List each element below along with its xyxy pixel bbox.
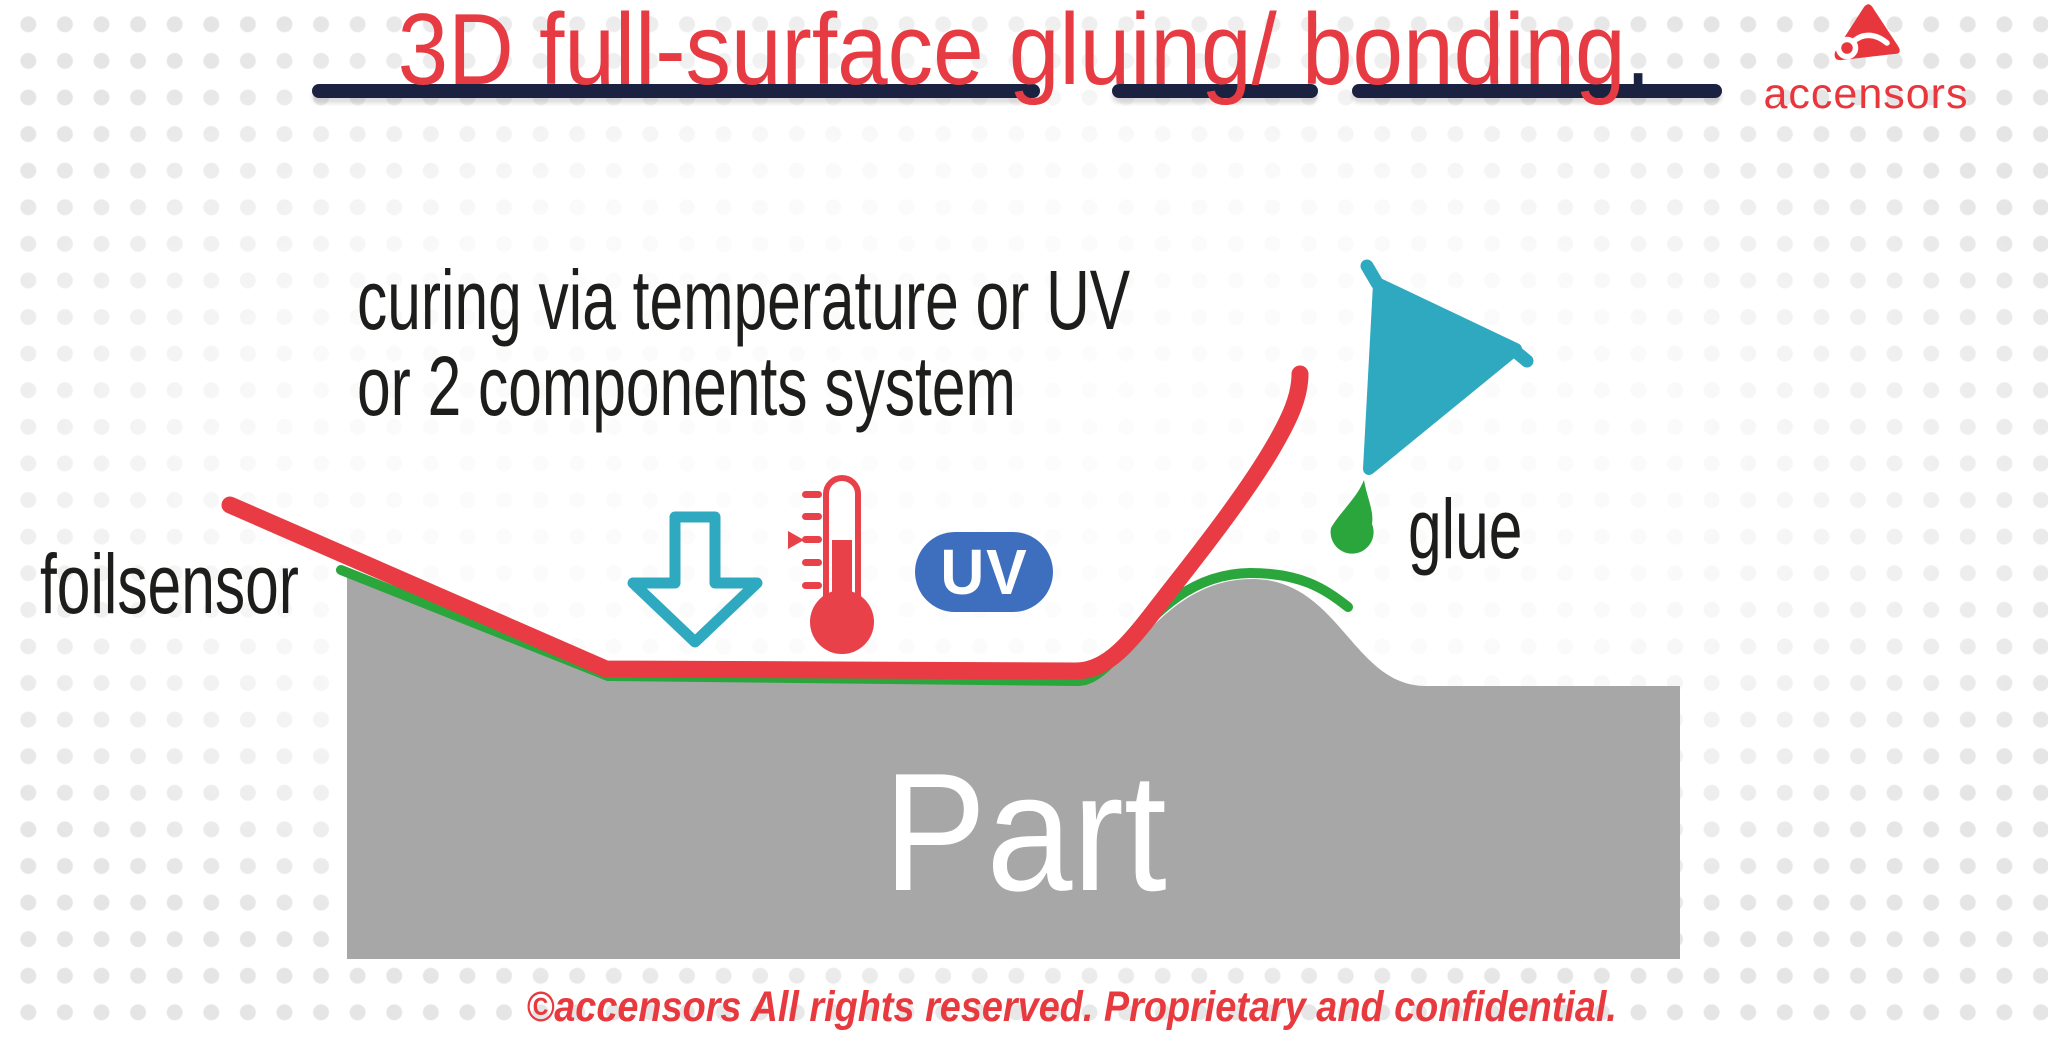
glue-droplet-icon [1330, 480, 1374, 554]
page-title-period: . [1625, 0, 1651, 106]
page-title-text: 3D full-surface gluing/ bonding [397, 0, 1626, 106]
logo-wordmark: accensors [1763, 70, 1969, 118]
glue-label: glue [1408, 482, 1523, 576]
down-arrow-icon [627, 511, 763, 648]
title-underline [1112, 84, 1318, 98]
foil-line [221, 365, 1309, 680]
thermometer-icon [788, 475, 874, 654]
title-underline [312, 84, 1040, 98]
page-title: 3D full-surface gluing/ bonding. [0, 0, 2048, 101]
accensors-logo-icon [1834, 4, 1900, 61]
uv-badge: UV [915, 532, 1053, 612]
curing-note: curing via temperature or UV or 2 compon… [357, 253, 1131, 433]
part-shape [347, 568, 1680, 959]
footer-copyright: ©accensors All rights reserved. Propriet… [526, 983, 1618, 1031]
part-label: Part [883, 738, 1167, 926]
glue-dispenser-icon [1360, 259, 1534, 475]
foilsensor-label: foilsensor [40, 537, 299, 631]
uv-badge-label: UV [939, 536, 1029, 608]
title-underline [1352, 84, 1722, 98]
